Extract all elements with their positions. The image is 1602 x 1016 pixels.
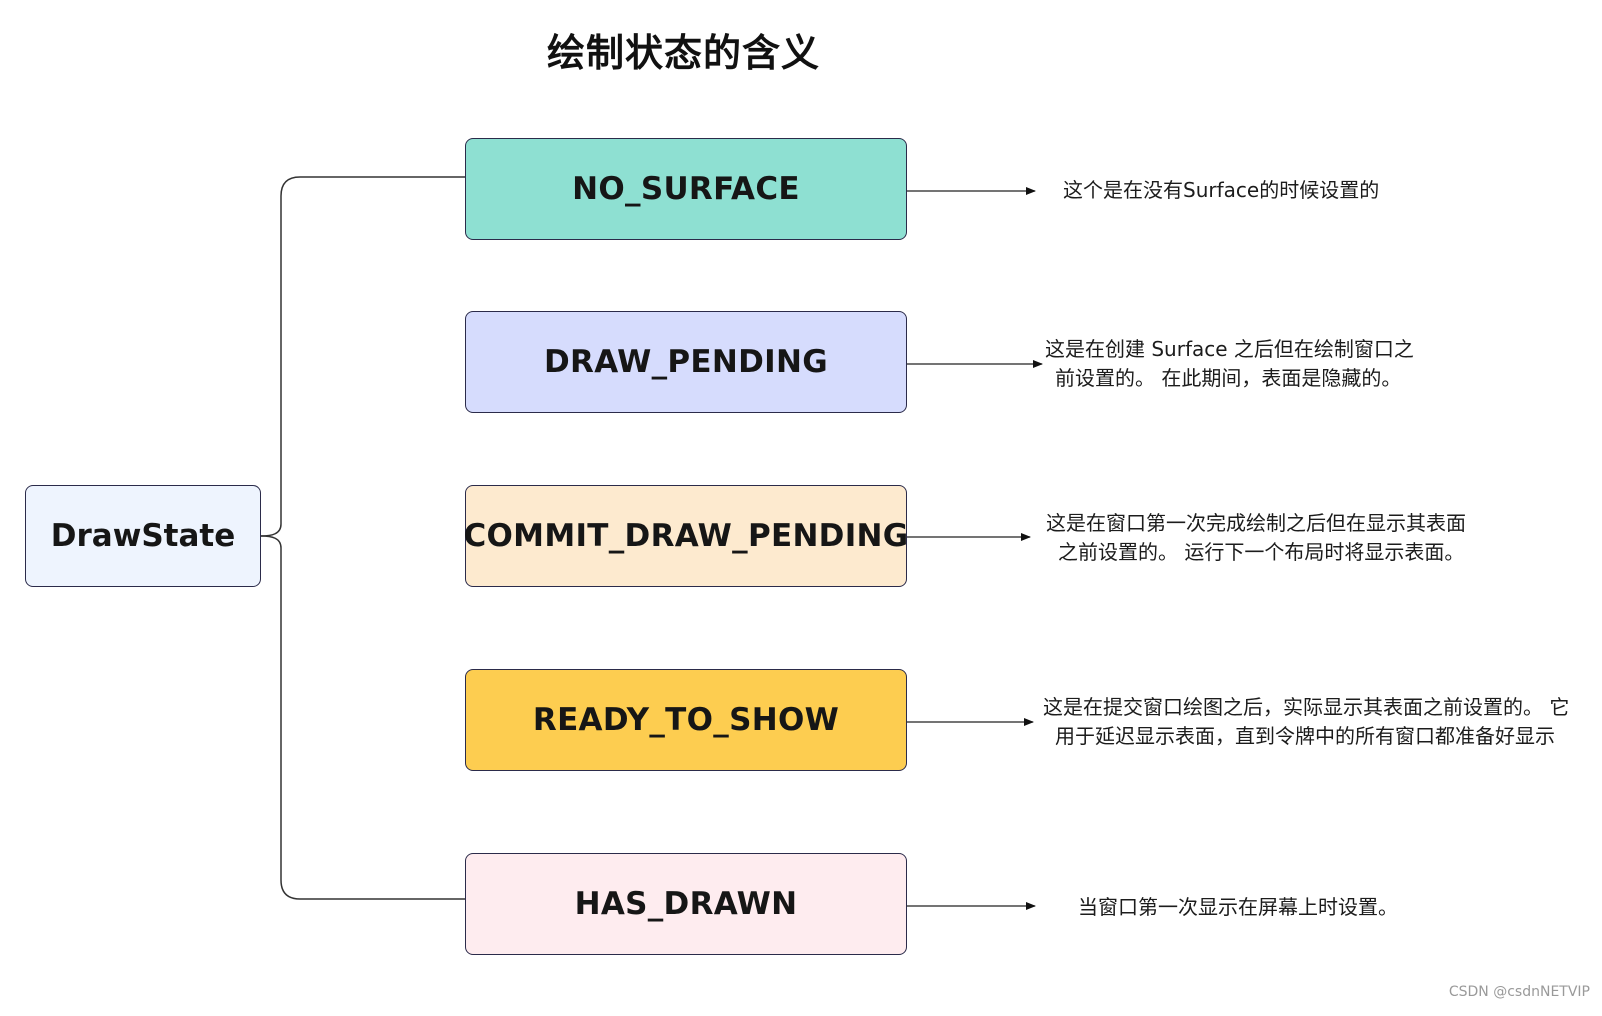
root-node-drawstate: DrawState — [25, 485, 261, 587]
description-line: 之前设置的。 运行下一个布局时将显示表面。 — [1058, 540, 1465, 564]
description-line: 这是在提交窗口绘图之后，实际显示其表面之前设置的。 它 — [1043, 695, 1570, 719]
description-has-drawn: 当窗口第一次显示在屏幕上时设置。 — [1078, 893, 1398, 922]
state-node-draw-pending: DRAW_PENDING — [465, 311, 907, 413]
description-line: 当窗口第一次显示在屏幕上时设置。 — [1078, 895, 1398, 919]
description-line: 这个是在没有Surface的时候设置的 — [1063, 178, 1380, 202]
description-line: 用于延迟显示表面，直到令牌中的所有窗口都准备好显示 — [1055, 724, 1555, 748]
watermark-text: CSDN @csdnNETVIP — [1448, 984, 1590, 1000]
diagram-title: 绘制状态的含义 — [547, 31, 821, 75]
state-node-no-surface: NO_SURFACE — [465, 138, 907, 240]
description-draw-pending: 这是在创建 Surface 之后但在绘制窗口之 前设置的。 在此期间，表面是隐藏… — [1045, 335, 1414, 393]
description-commit-draw-pending: 这是在窗口第一次完成绘制之后但在显示其表面 之前设置的。 运行下一个布局时将显示… — [1046, 509, 1466, 567]
description-line: 前设置的。 在此期间，表面是隐藏的。 — [1055, 366, 1402, 390]
description-ready-to-show: 这是在提交窗口绘图之后，实际显示其表面之前设置的。 它 用于延迟显示表面，直到令… — [1043, 693, 1569, 751]
description-line: 这是在创建 Surface 之后但在绘制窗口之 — [1045, 337, 1414, 361]
description-no-surface: 这个是在没有Surface的时候设置的 — [1063, 176, 1379, 205]
tree-branch-bottom — [260, 535, 465, 900]
state-node-commit-draw-pending: COMMIT_DRAW_PENDING — [463, 485, 908, 587]
state-node-has-drawn: HAS_DRAWN — [465, 853, 907, 955]
state-node-ready-to-show: READY_TO_SHOW — [465, 669, 907, 771]
tree-trunk-line — [260, 176, 465, 537]
description-line: 这是在窗口第一次完成绘制之后但在显示其表面 — [1046, 511, 1466, 535]
